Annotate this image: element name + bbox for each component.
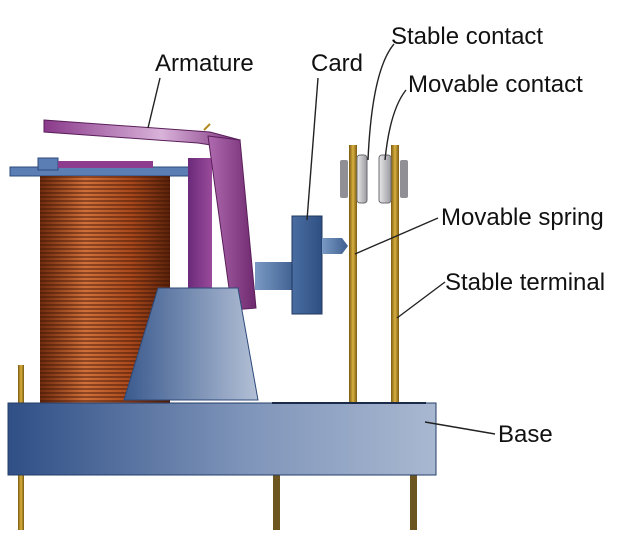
base <box>7 402 437 476</box>
label-card: Card <box>311 50 363 77</box>
leader-lines <box>147 43 496 435</box>
label-armature: Armature <box>155 50 254 77</box>
movable-contact-right <box>356 154 368 204</box>
card <box>255 215 348 315</box>
leader-stable-terminal <box>396 281 446 319</box>
label-stable-contact: Stable contact <box>391 23 543 50</box>
stable-terminal-pin <box>410 470 417 530</box>
springs <box>349 145 399 403</box>
card-tip <box>322 238 348 254</box>
labels: Armature Card Stable contact Movable con… <box>155 23 605 448</box>
base-terminal-pin <box>273 470 280 530</box>
label-movable-spring: Movable spring <box>441 204 604 231</box>
leader-movable-spring <box>354 217 439 255</box>
label-base: Base <box>498 421 553 448</box>
armature <box>43 119 257 311</box>
movable-contact-left <box>340 160 348 198</box>
frame-top-plate <box>9 157 211 177</box>
movable-spring <box>349 145 357 403</box>
card-shaft <box>255 262 295 290</box>
core-pole <box>123 287 259 401</box>
stable-terminal <box>391 145 399 403</box>
label-movable-contact: Movable contact <box>408 71 583 98</box>
yoke <box>188 158 212 298</box>
card-body <box>291 215 323 315</box>
stable-contact-left <box>378 154 392 204</box>
leader-card <box>306 77 319 221</box>
contacts <box>340 154 408 204</box>
leader-stable-contact <box>367 43 395 161</box>
leader-base <box>424 421 496 435</box>
leader-movable-contact <box>384 89 407 161</box>
stable-contact-right <box>400 160 408 198</box>
leader-armature <box>147 77 161 129</box>
label-stable-terminal: Stable terminal <box>445 269 605 296</box>
